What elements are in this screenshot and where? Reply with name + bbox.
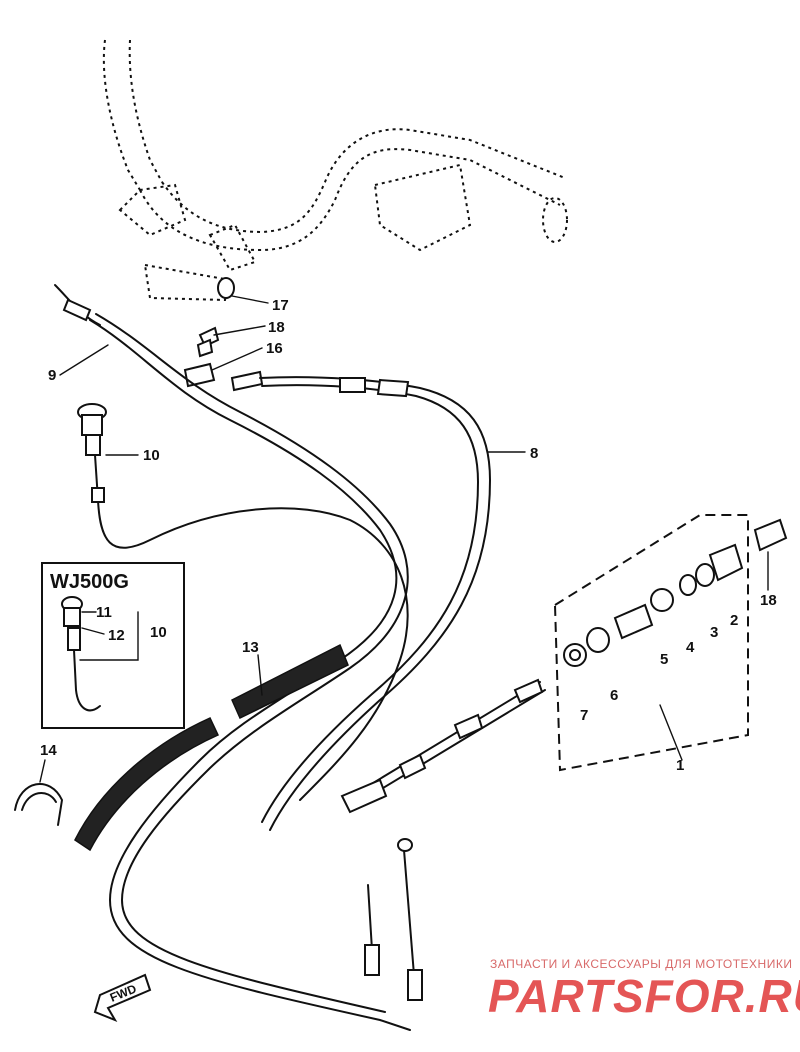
- label-18-top: 18: [268, 319, 285, 336]
- inset-title: WJ500G: [50, 571, 129, 593]
- choke-knob-10: [77, 403, 409, 801]
- small-parts: [563, 518, 788, 667]
- label-18-right: 18: [760, 592, 777, 609]
- cable-ends: [364, 838, 423, 1001]
- assembly-box: [553, 514, 749, 772]
- lever-parts: [183, 277, 269, 388]
- handlebar: [102, 39, 568, 302]
- label-6: 6: [610, 687, 618, 704]
- label-5: 5: [660, 651, 668, 668]
- label-9: 9: [48, 367, 56, 384]
- clamp-14: [14, 759, 63, 826]
- inset-label-12: 12: [108, 627, 125, 644]
- forward-arrow: FWD: [93, 973, 152, 1023]
- label-4: 4: [686, 639, 695, 656]
- spiral-wrap-13: [74, 643, 349, 852]
- watermark-tagline: ЗАПЧАСТИ И АКСЕССУАРЫ ДЛЯ МОТОТЕХНИКИ: [490, 957, 792, 971]
- label-7: 7: [580, 707, 588, 724]
- label-8: 8: [530, 445, 538, 462]
- cable-1: [340, 678, 546, 814]
- label-16: 16: [266, 340, 283, 357]
- watermark-brand: PARTSFOR.RU: [488, 970, 800, 1022]
- cable-8: [230, 370, 526, 831]
- label-14: 14: [40, 742, 57, 759]
- label-2: 2: [730, 612, 738, 629]
- label-1: 1: [676, 757, 684, 774]
- label-17: 17: [272, 297, 289, 314]
- inset-wj500g: WJ500G 11 12 10: [41, 562, 185, 729]
- label-10: 10: [143, 447, 160, 464]
- inset-label-10: 10: [150, 624, 167, 641]
- label-3: 3: [710, 624, 718, 641]
- label-13: 13: [242, 639, 259, 656]
- inset-label-11: 11: [96, 604, 112, 621]
